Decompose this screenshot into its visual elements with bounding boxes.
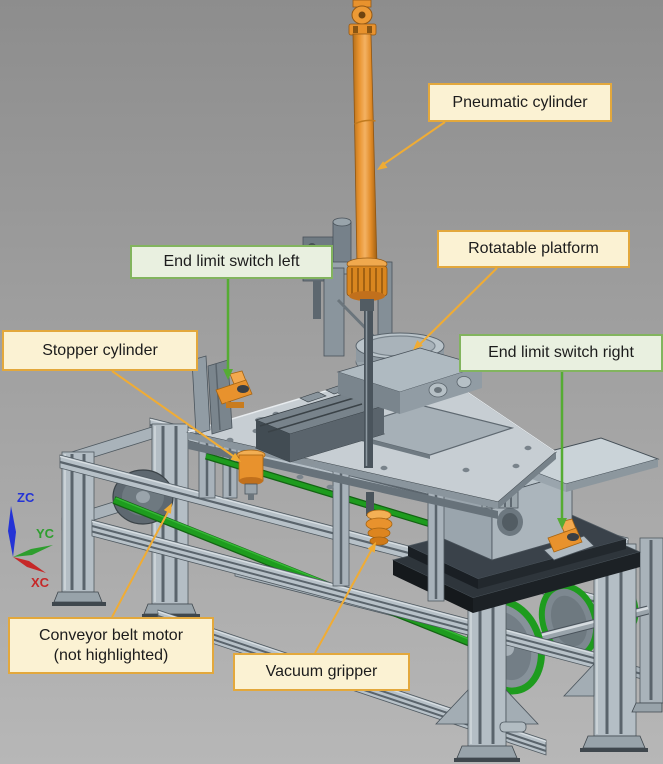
- callout-stopper-cylinder: Stopper cylinder: [2, 330, 198, 371]
- callout-end-limit-switch-left: End limit switch left: [130, 245, 333, 279]
- connector-end-limit-right: [557, 372, 567, 529]
- frame-feet[interactable]: [435, 662, 663, 762]
- callout-conveyor-belt-motor-line2: (not highlighted): [53, 646, 169, 664]
- callout-end-limit-switch-right: End limit switch right: [459, 334, 663, 372]
- connector-stopper-cylinder: [111, 370, 241, 462]
- aluminum-frame-right-legs[interactable]: [467, 543, 637, 747]
- callout-pneumatic-cylinder-text: Pneumatic cylinder: [452, 93, 588, 111]
- callout-conveyor-belt-motor-line1: Conveyor belt motor: [38, 626, 184, 644]
- stopper-cylinder-part[interactable]: [236, 449, 266, 500]
- callout-pneumatic-cylinder: Pneumatic cylinder: [428, 83, 612, 122]
- connector-conveyor-motor: [111, 503, 172, 618]
- end-limit-switch-left-part[interactable]: [215, 370, 253, 408]
- connector-vacuum-gripper: [314, 542, 376, 654]
- callout-rotatable-platform-text: Rotatable platform: [468, 240, 599, 257]
- axis-z-label: ZC: [17, 490, 35, 505]
- callout-vacuum-gripper: Vacuum gripper: [233, 653, 410, 691]
- axis-y-arrow: [13, 545, 53, 557]
- pneumatic-cylinder-part[interactable]: [346, 0, 388, 311]
- axis-x-label: XC: [31, 575, 50, 590]
- connector-pneumatic-cylinder: [377, 121, 446, 170]
- callout-rotatable-platform: Rotatable platform: [437, 230, 630, 268]
- axis-y-label: YC: [36, 526, 55, 541]
- callout-stopper-cylinder-text: Stopper cylinder: [42, 341, 158, 359]
- axis-z-arrow: [8, 506, 16, 557]
- connector-rotatable-platform: [413, 267, 498, 350]
- callout-end-limit-switch-right-text: End limit switch right: [488, 344, 634, 361]
- callout-end-limit-switch-left-text: End limit switch left: [163, 253, 300, 270]
- callout-conveyor-belt-motor: Conveyor belt motor (not highlighted): [8, 617, 214, 674]
- vacuum-gripper-part[interactable]: [365, 509, 393, 546]
- callout-connectors: [111, 121, 567, 654]
- axis-x-arrow: [13, 557, 46, 573]
- connector-end-limit-left: [223, 279, 233, 380]
- linear-module[interactable]: [254, 383, 386, 463]
- coordinate-triad: [8, 506, 53, 573]
- callout-vacuum-gripper-text: Vacuum gripper: [265, 663, 378, 680]
- end-limit-switch-right-part[interactable]: [547, 518, 583, 553]
